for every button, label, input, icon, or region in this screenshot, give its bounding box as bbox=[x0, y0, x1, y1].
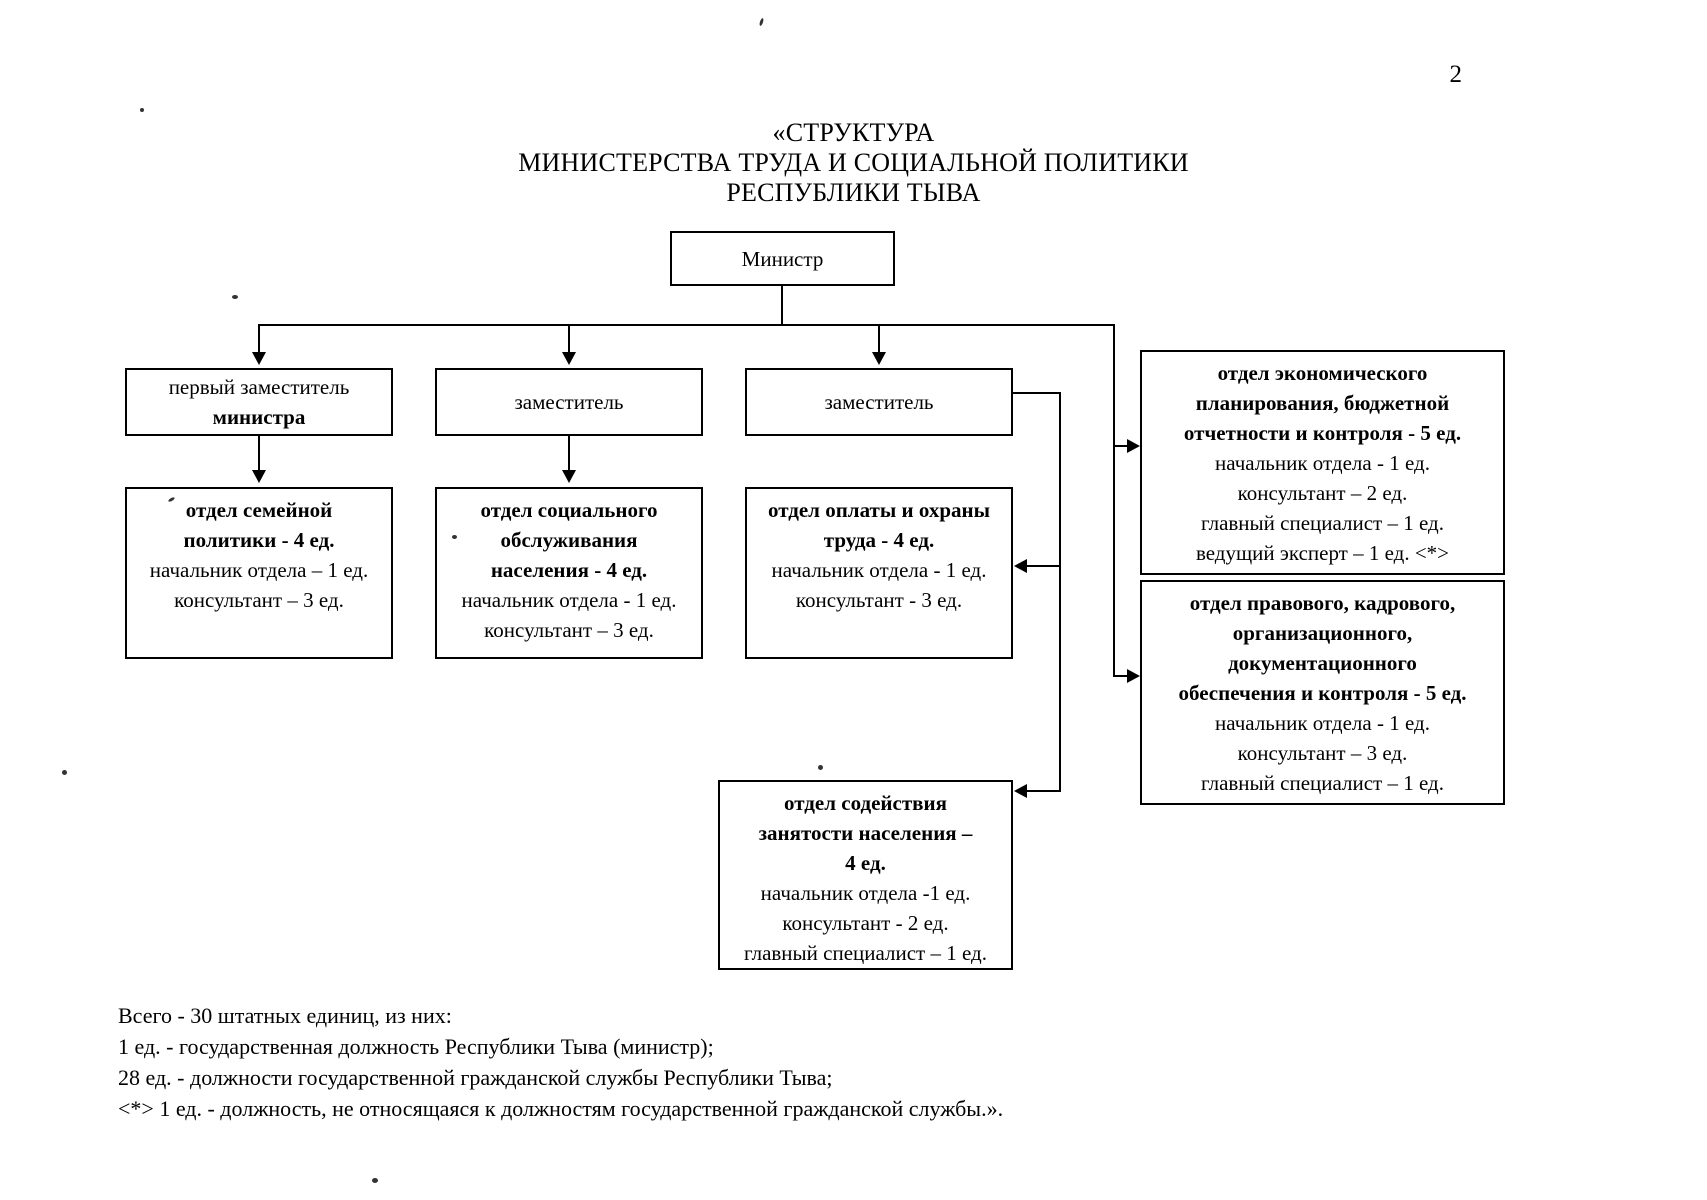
connector-to-legal-hr bbox=[1113, 675, 1127, 677]
footnote-line-2: 1 ед. - государственная должность Респуб… bbox=[118, 1034, 714, 1059]
arrow-down-social-services bbox=[562, 470, 576, 483]
org-box-family-policy-line-3: начальник отдела – 1 ед. bbox=[149, 558, 369, 582]
org-box-economic-planning-line-7: ведущий эксперт – 1 ед. <*> bbox=[1195, 541, 1450, 565]
org-box-economic-planning-line-6: главный специалист – 1 ед. bbox=[1201, 511, 1444, 535]
org-box-social-services-line-5: консультант – 3 ед. bbox=[484, 618, 654, 642]
connector-right-branch-lower bbox=[1113, 445, 1115, 677]
connector-deputy-2-to-social-services bbox=[568, 436, 570, 472]
org-box-labour-pay-line-2: труда - 4 ед. bbox=[823, 528, 935, 552]
org-box-legal-hr-line-1: отдел правового, кадрового, bbox=[1189, 591, 1456, 615]
org-box-employment-line-5: консультант - 2 ед. bbox=[782, 911, 949, 935]
arrow-right-legal-hr bbox=[1127, 669, 1140, 683]
arrow-down-deputy-2 bbox=[562, 352, 576, 365]
document-title: «СТРУКТУРА МИНИСТЕРСТВА ТРУДА И СОЦИАЛЬН… bbox=[0, 118, 1707, 208]
arrow-down-family-policy bbox=[252, 470, 266, 483]
org-box-legal-hr-line-2: организационного, bbox=[1232, 621, 1413, 645]
scan-speckle bbox=[140, 108, 144, 112]
org-box-first-deputy-line-1: первый заместитель bbox=[168, 375, 350, 399]
org-box-legal-hr-line-3: документационного bbox=[1228, 651, 1417, 675]
org-box-employment-line-4: начальник отдела -1 ед. bbox=[760, 881, 971, 905]
org-box-legal-hr-line-5: начальник отдела - 1 ед. bbox=[1215, 711, 1430, 735]
org-box-minister-line-1: Министр bbox=[741, 246, 824, 271]
org-box-minister: Министр bbox=[670, 231, 895, 286]
org-box-economic-planning: отдел экономического планирования, бюдже… bbox=[1140, 350, 1505, 575]
org-box-employment-promotion: отдел содействия занятости населения – 4… bbox=[718, 780, 1013, 970]
org-box-labour-pay-protection: отдел оплаты и охраны труда - 4 ед. нача… bbox=[745, 487, 1013, 659]
scan-speckle bbox=[372, 1178, 378, 1183]
arrow-right-economic-planning bbox=[1127, 439, 1140, 453]
org-box-legal-hr-organisational: отдел правового, кадрового, организацион… bbox=[1140, 580, 1505, 805]
connector-minister-stem bbox=[781, 286, 783, 325]
org-box-deputy-2-line-1: заместитель bbox=[514, 390, 624, 414]
org-box-family-policy-line-4: консультант – 3 ед. bbox=[174, 588, 344, 612]
org-box-family-policy: отдел семейной политики - 4 ед. начальни… bbox=[125, 487, 393, 659]
org-box-labour-pay-line-1: отдел оплаты и охраны bbox=[767, 498, 991, 522]
scan-speckle bbox=[62, 770, 67, 775]
footnote-line-1: Всего - 30 штатных единиц, из них: bbox=[118, 1003, 452, 1028]
org-box-social-services-line-1: отдел социального bbox=[480, 498, 658, 522]
org-box-legal-hr-line-6: консультант – 3 ед. bbox=[1237, 741, 1408, 765]
org-box-economic-planning-line-2: планирования, бюджетной bbox=[1195, 391, 1450, 415]
org-box-legal-hr-line-7: главный специалист – 1 ед. bbox=[1201, 771, 1444, 795]
org-box-employment-line-6: главный специалист – 1 ед. bbox=[744, 941, 987, 965]
connector-drop-first-deputy bbox=[258, 324, 260, 354]
org-box-employment-line-2: занятости населения – bbox=[758, 821, 973, 845]
arrow-left-labour-pay bbox=[1014, 559, 1027, 573]
connector-drop-deputy-3 bbox=[878, 324, 880, 354]
org-box-family-policy-line-1: отдел семейной bbox=[185, 498, 333, 522]
org-box-deputy-3: заместитель bbox=[745, 368, 1013, 436]
connector-deputy-3-rail bbox=[1059, 392, 1061, 792]
page-title-line-1: «СТРУКТУРА bbox=[772, 118, 935, 147]
org-box-social-services-line-4: начальник отдела - 1 ед. bbox=[461, 588, 677, 612]
connector-drop-deputy-2 bbox=[568, 324, 570, 354]
connector-rail-to-labour-pay bbox=[1027, 565, 1061, 567]
org-box-first-deputy-line-2: министра bbox=[212, 405, 306, 429]
scan-speckle bbox=[818, 765, 823, 770]
connector-first-deputy-to-family-policy bbox=[258, 436, 260, 472]
connector-rail-to-employment bbox=[1027, 790, 1061, 792]
page-title-line-3: РЕСПУБЛИКИ ТЫВА bbox=[726, 178, 981, 207]
arrow-left-employment bbox=[1014, 784, 1027, 798]
org-box-economic-planning-line-1: отдел экономического bbox=[1217, 361, 1428, 385]
org-box-labour-pay-line-3: начальник отдела - 1 ед. bbox=[771, 558, 987, 582]
org-box-economic-planning-line-3: отчетности и контроля - 5 ед. bbox=[1183, 421, 1462, 445]
org-box-economic-planning-line-4: начальник отдела - 1 ед. bbox=[1215, 451, 1430, 475]
connector-drop-right-branch bbox=[1113, 324, 1115, 446]
org-box-social-services-line-3: населения - 4 ед. bbox=[490, 558, 648, 582]
org-box-social-services-line-2: обслуживания bbox=[500, 528, 638, 552]
org-box-family-policy-line-2: политики - 4 ед. bbox=[183, 528, 335, 552]
scan-speckle bbox=[232, 295, 238, 299]
org-box-employment-line-1: отдел содействия bbox=[784, 791, 947, 815]
footnote-line-4: <*> 1 ед. - должность, не относящаяся к … bbox=[118, 1096, 1004, 1121]
org-box-legal-hr-line-4: обеспечения и контроля - 5 ед. bbox=[1178, 681, 1467, 705]
org-box-deputy-2: заместитель bbox=[435, 368, 703, 436]
org-box-social-services: отдел социального обслуживания населения… bbox=[435, 487, 703, 659]
page-title-line-2: МИНИСТЕРСТВА ТРУДА И СОЦИАЛЬНОЙ ПОЛИТИКИ bbox=[518, 148, 1189, 177]
connector-distribution-bus bbox=[258, 324, 1114, 326]
footnote-block: Всего - 30 штатных единиц, из них: 1 ед.… bbox=[118, 1000, 1218, 1124]
org-box-deputy-3-line-1: заместитель bbox=[824, 390, 934, 414]
scan-speckle bbox=[452, 535, 457, 539]
connector-to-economic-planning bbox=[1113, 445, 1127, 447]
org-box-labour-pay-line-4: консультант - 3 ед. bbox=[795, 588, 963, 612]
org-box-economic-planning-line-5: консультант – 2 ед. bbox=[1237, 481, 1408, 505]
org-box-employment-line-3: 4 ед. bbox=[845, 851, 886, 875]
page-number: 2 bbox=[1449, 61, 1463, 88]
org-box-first-deputy-minister: первый заместитель министра bbox=[125, 368, 393, 436]
scan-speckle bbox=[758, 17, 765, 27]
connector-deputy-3-rail-top bbox=[1013, 392, 1061, 394]
arrow-down-first-deputy bbox=[252, 352, 266, 365]
footnote-line-3: 28 ед. - должности государственной гражд… bbox=[118, 1065, 833, 1090]
arrow-down-deputy-3 bbox=[872, 352, 886, 365]
